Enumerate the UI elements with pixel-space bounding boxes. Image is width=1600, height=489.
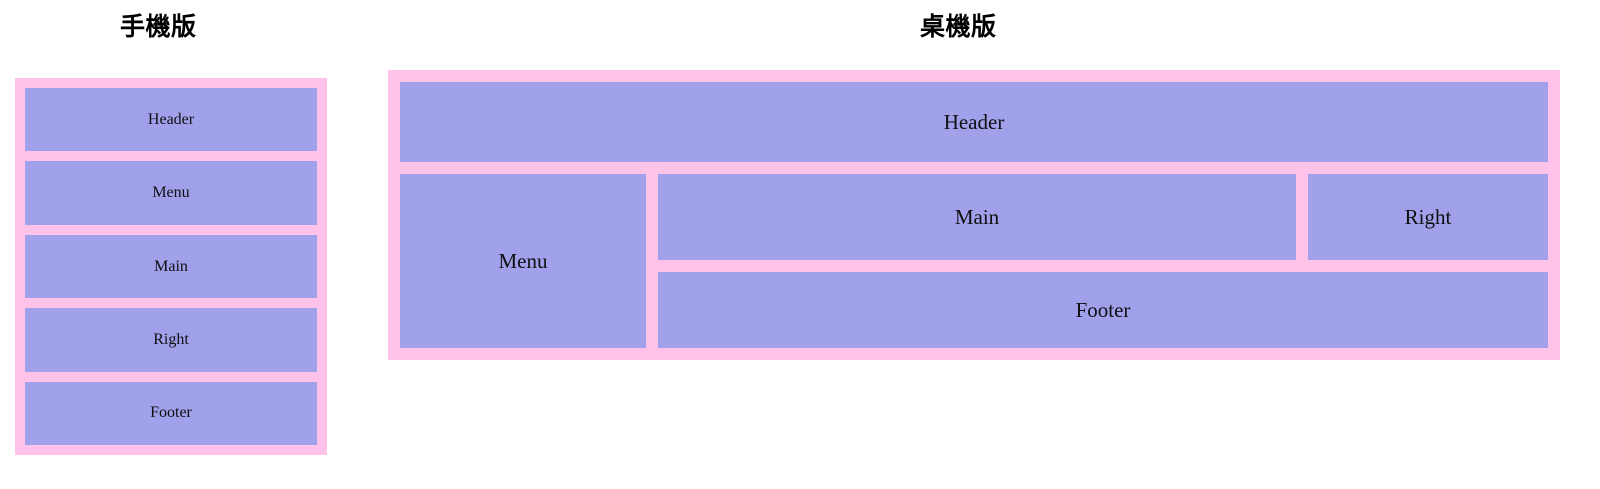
desktop-region-menu: Menu — [400, 174, 646, 348]
desktop-region-header: Header — [400, 82, 1548, 162]
desktop-region-main: Main — [658, 174, 1296, 260]
desktop-body-row: Menu Main Right Footer — [400, 174, 1548, 348]
mobile-region-main: Main — [25, 234, 317, 299]
desktop-layout-title: 桌機版 — [920, 12, 997, 41]
mobile-region-right: Right — [25, 308, 317, 372]
desktop-middle-row: Main Right — [658, 174, 1548, 260]
desktop-region-footer: Footer — [658, 272, 1548, 348]
desktop-region-right: Right — [1308, 174, 1548, 260]
desktop-layout-diagram: Header Menu Main Right Footer — [388, 70, 1560, 360]
mobile-region-footer: Footer — [25, 381, 317, 446]
mobile-layout-diagram: Header Menu Main Right Footer — [15, 78, 327, 455]
desktop-content-stack: Main Right Footer — [658, 174, 1548, 348]
mobile-region-menu: Menu — [25, 161, 317, 225]
mobile-region-header: Header — [25, 88, 317, 152]
mobile-layout-title: 手機版 — [120, 12, 197, 41]
